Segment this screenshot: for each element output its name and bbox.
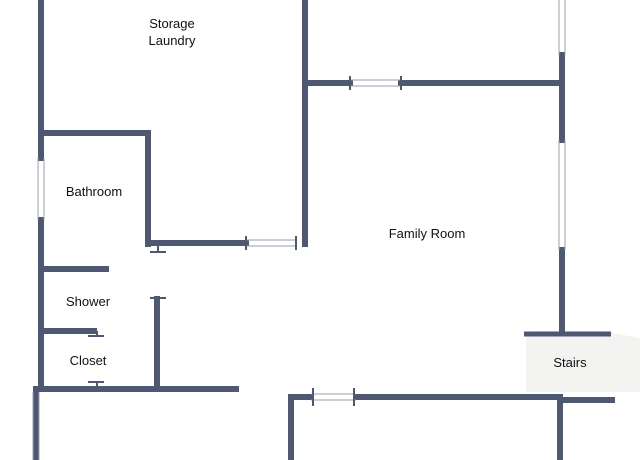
windows <box>32 0 566 460</box>
room-label-storage-laundry: Storage Laundry <box>148 16 196 48</box>
stairs-area <box>524 331 640 392</box>
room-label-family-room: Family Room <box>388 226 466 241</box>
room-label-shower: Shower <box>65 294 111 309</box>
room-label-stairs: Stairs <box>553 355 587 370</box>
room-label-closet: Closet <box>69 353 107 368</box>
walls <box>33 0 615 460</box>
room-label-bathroom: Bathroom <box>65 184 123 199</box>
door-marks <box>88 244 166 386</box>
